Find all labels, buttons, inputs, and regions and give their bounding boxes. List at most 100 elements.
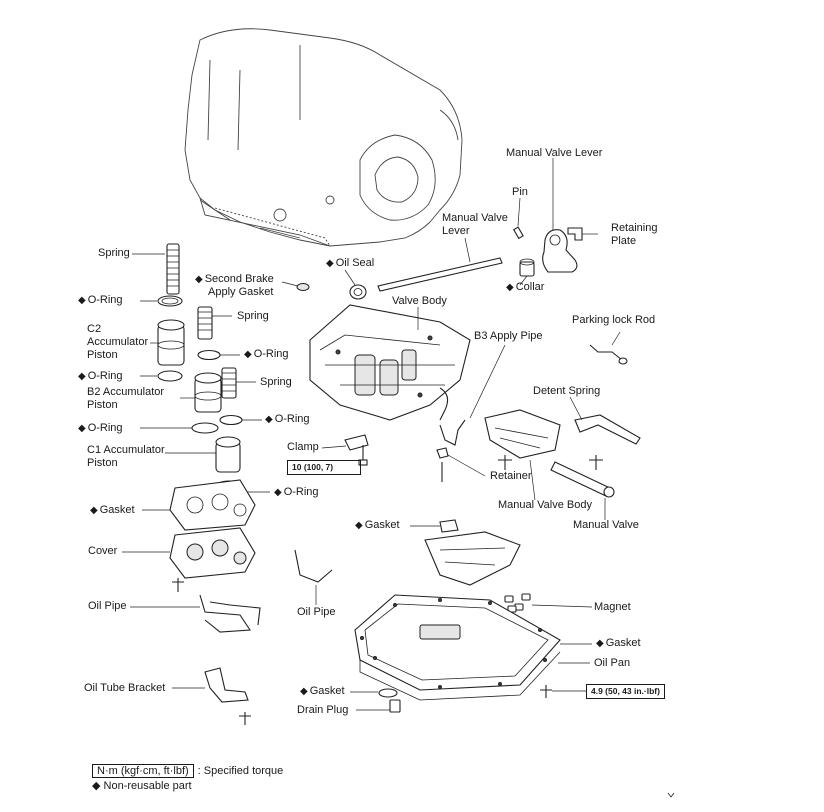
cover bbox=[122, 527, 256, 579]
label-o-ring-3: ◆O-Ring bbox=[78, 370, 123, 382]
label-pin: Pin bbox=[512, 186, 528, 198]
legend-torque: N·m (kgf·cm, ft·lbf): Specified torque bbox=[92, 764, 283, 778]
non-reusable-symbol: ◆ bbox=[78, 423, 86, 434]
label-b2-accumulator: B2 Accumulator bbox=[87, 386, 165, 398]
small-bolts bbox=[172, 455, 603, 725]
transaxle-housing bbox=[184, 28, 463, 247]
torque-oil-pan-bolt: 4.9 (50, 43 in.·lbf) bbox=[586, 684, 665, 699]
label-c1-accumulator-l2: Piston bbox=[87, 457, 118, 469]
c1-accumulator-piston bbox=[165, 436, 241, 473]
valve-body bbox=[309, 304, 471, 421]
label-o-ring-4: ◆O-Ring bbox=[265, 413, 310, 425]
label-c2-accumulator-l2: Accumulator bbox=[87, 336, 149, 348]
non-reusable-symbol: ◆ bbox=[265, 414, 273, 425]
label-c1-accumulator: C1 Accumulator bbox=[87, 444, 165, 456]
clamp bbox=[321, 434, 369, 451]
non-reusable-symbol: ◆ bbox=[244, 349, 252, 360]
label-second-brake-apply-gasket: ◆Second Brake bbox=[195, 273, 274, 285]
label-gasket-drain: ◆Gasket bbox=[300, 685, 345, 697]
label-gasket-mid: ◆Gasket bbox=[355, 519, 400, 531]
label-manual-valve-lever: Manual Valve Lever bbox=[506, 147, 603, 159]
magnets bbox=[504, 593, 593, 613]
manual-valve-lever bbox=[542, 158, 578, 273]
manual-valve-body bbox=[484, 409, 561, 501]
label-b2-accumulator-l2: Piston bbox=[87, 399, 118, 411]
label-o-ring-2: ◆O-Ring bbox=[244, 348, 289, 360]
label-manual-valve: Manual Valve bbox=[573, 519, 639, 531]
label-manual-valve-lever-shaft: Manual Valve bbox=[442, 212, 508, 224]
legend-torque-desc: : Specified torque bbox=[197, 765, 284, 777]
label-c2-accumulator-l3: Piston bbox=[87, 349, 118, 361]
b3-apply-pipe bbox=[439, 344, 506, 446]
oil-seal bbox=[349, 284, 367, 300]
label-o-ring-6: ◆O-Ring bbox=[274, 486, 319, 498]
label-detent-spring: Detent Spring bbox=[533, 385, 601, 397]
non-reusable-symbol: ◆ bbox=[195, 274, 203, 285]
corner-mark bbox=[667, 792, 675, 798]
label-second-brake-apply-gasket-l2: Apply Gasket bbox=[208, 286, 274, 298]
non-reusable-symbol: ◆ bbox=[274, 487, 282, 498]
oil-tube-bracket bbox=[172, 667, 249, 703]
legend-non-reusable: ◆ Non-reusable part bbox=[92, 780, 192, 792]
retaining-plate bbox=[567, 227, 598, 241]
collar bbox=[519, 258, 535, 286]
o-ring-2 bbox=[197, 349, 221, 361]
label-valve-body: Valve Body bbox=[392, 295, 447, 307]
drain-plug bbox=[356, 699, 401, 713]
label-o-ring-5: ◆O-Ring bbox=[78, 422, 123, 434]
valve-body-bolt bbox=[358, 445, 368, 466]
label-c2-accumulator: C2 bbox=[87, 323, 102, 335]
spring-top bbox=[132, 243, 180, 295]
gasket-mid bbox=[410, 519, 459, 533]
label-clamp: Clamp bbox=[287, 441, 319, 453]
label-spring-top: Spring bbox=[98, 247, 130, 259]
non-reusable-symbol: ◆ bbox=[78, 295, 86, 306]
label-oil-pipe-mid: Oil Pipe bbox=[297, 606, 336, 618]
non-reusable-symbol: ◆ bbox=[326, 258, 334, 269]
manual-valve-lever-shaft bbox=[377, 237, 503, 292]
parking-lock-rod bbox=[589, 331, 628, 365]
pin bbox=[513, 226, 524, 240]
torque-valve-body-bolt: 10 (100, 7) bbox=[287, 460, 361, 475]
label-o-ring-1: ◆O-Ring bbox=[78, 294, 123, 306]
oil-pipe-left bbox=[130, 594, 261, 633]
drain-plug-gasket bbox=[378, 688, 398, 698]
non-reusable-symbol: ◆ bbox=[355, 520, 363, 531]
non-reusable-symbol: ◆ bbox=[90, 505, 98, 516]
label-b3-apply-pipe: B3 Apply Pipe bbox=[474, 330, 543, 342]
label-cover: Cover bbox=[88, 545, 118, 557]
non-reusable-symbol: ◆ bbox=[78, 371, 86, 382]
o-ring-4 bbox=[219, 414, 243, 426]
manual-valve bbox=[550, 461, 615, 520]
o-ring-3 bbox=[157, 370, 183, 382]
b2-accumulator-piston bbox=[180, 372, 222, 413]
c2-accumulator-piston bbox=[150, 319, 185, 366]
oil-strainer bbox=[424, 531, 521, 586]
retainer bbox=[436, 447, 486, 477]
non-reusable-symbol: ◆ bbox=[92, 780, 101, 792]
o-ring-5 bbox=[191, 422, 219, 434]
label-oil-seal: ◆Oil Seal bbox=[326, 257, 375, 269]
spring-2 bbox=[197, 306, 232, 340]
non-reusable-symbol: ◆ bbox=[300, 686, 308, 697]
label-retaining-plate-l2: Plate bbox=[611, 235, 637, 247]
oil-pipe-mid bbox=[294, 549, 333, 605]
label-magnet: Magnet bbox=[594, 601, 631, 613]
oil-pan-bolt bbox=[540, 685, 552, 698]
gasket-left bbox=[142, 479, 256, 531]
label-oil-pipe-left: Oil Pipe bbox=[88, 600, 127, 612]
second-brake-apply-gasket bbox=[296, 283, 310, 291]
non-reusable-symbol: ◆ bbox=[596, 638, 604, 649]
label-gasket-left: ◆Gasket bbox=[90, 504, 135, 516]
label-manual-valve-body: Manual Valve Body bbox=[498, 499, 592, 511]
label-collar: ◆Collar bbox=[506, 281, 545, 293]
oil-pan bbox=[354, 594, 592, 701]
label-oil-tube-bracket: Oil Tube Bracket bbox=[84, 682, 166, 694]
label-manual-valve-lever-shaft-l2: Lever bbox=[442, 225, 470, 237]
label-parking-lock-rod: Parking lock Rod bbox=[572, 314, 656, 326]
label-retainer: Retainer bbox=[490, 470, 532, 482]
label-gasket-pan: ◆Gasket bbox=[596, 637, 641, 649]
label-retaining-plate: Retaining bbox=[611, 222, 658, 234]
label-drain-plug: Drain Plug bbox=[297, 704, 349, 716]
